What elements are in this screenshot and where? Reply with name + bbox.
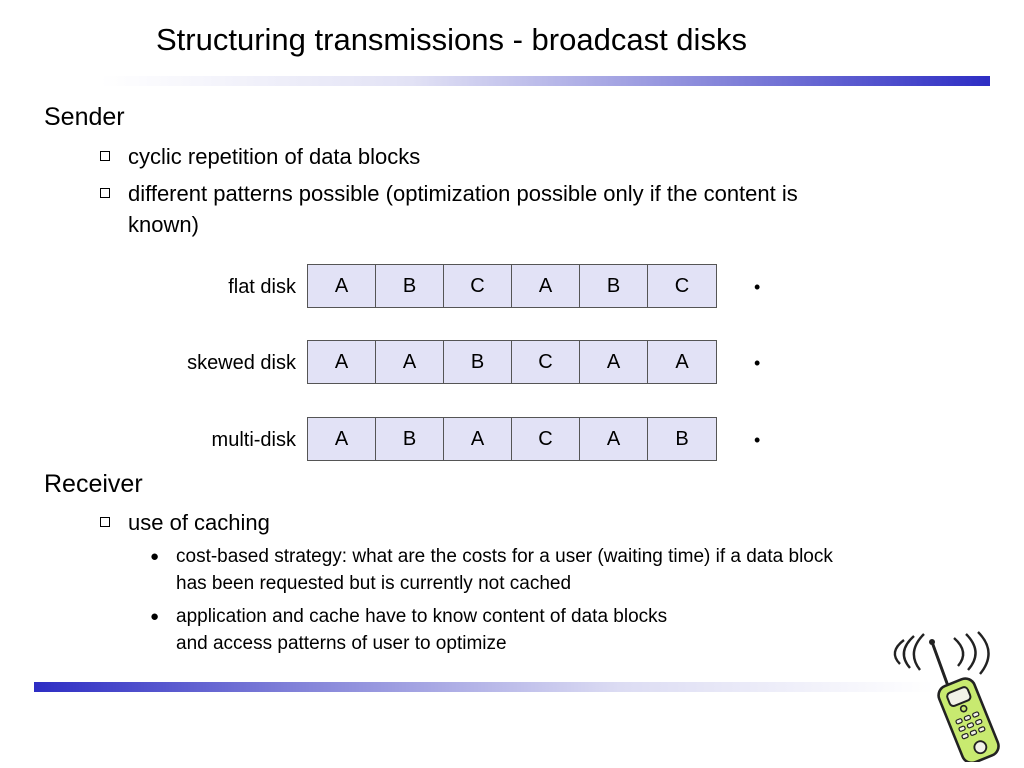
data-block: C [512, 341, 580, 383]
data-block: A [308, 341, 376, 383]
data-block: C [512, 418, 580, 460]
mobile-phone-icon [893, 631, 1000, 762]
footer-divider [34, 682, 934, 692]
data-block: B [580, 265, 648, 307]
round-bullet-icon: ● [150, 608, 160, 625]
data-block: B [675, 428, 689, 450]
data-block: B [444, 341, 512, 383]
data-block: A [580, 341, 648, 383]
row-bullet: • [754, 430, 761, 450]
data-block: A [376, 341, 444, 383]
disk-row-skewed: A A B C A A [307, 340, 717, 384]
square-bullet-icon [100, 517, 110, 527]
data-block: A [308, 265, 376, 307]
data-block: B [376, 418, 444, 460]
slide-title: Structuring transmissions - broadcast di… [156, 22, 747, 57]
disk-label-skewed: skewed disk [187, 352, 296, 374]
disk-label-multi: multi-disk [211, 429, 296, 451]
round-bullet-icon: ● [150, 548, 160, 565]
disk-row-flat: A B C A B C [307, 264, 717, 308]
disk-row-multi: A B A C A B [307, 417, 717, 461]
data-block: C [674, 275, 690, 297]
data-block: A [308, 418, 376, 460]
receiver-heading: Receiver [44, 470, 143, 498]
square-bullet-icon [100, 188, 110, 198]
title-divider [100, 76, 990, 86]
data-block: A [444, 418, 512, 460]
square-bullet-icon [100, 151, 110, 161]
data-block: A [512, 265, 580, 307]
row-bullet: • [754, 277, 761, 297]
data-block: B [376, 265, 444, 307]
data-block: A [580, 418, 648, 460]
disk-label-flat: flat disk [228, 276, 296, 298]
data-block: A [675, 351, 689, 373]
sender-heading: Sender [44, 103, 125, 131]
row-bullet: • [754, 353, 761, 373]
data-block: C [444, 265, 512, 307]
